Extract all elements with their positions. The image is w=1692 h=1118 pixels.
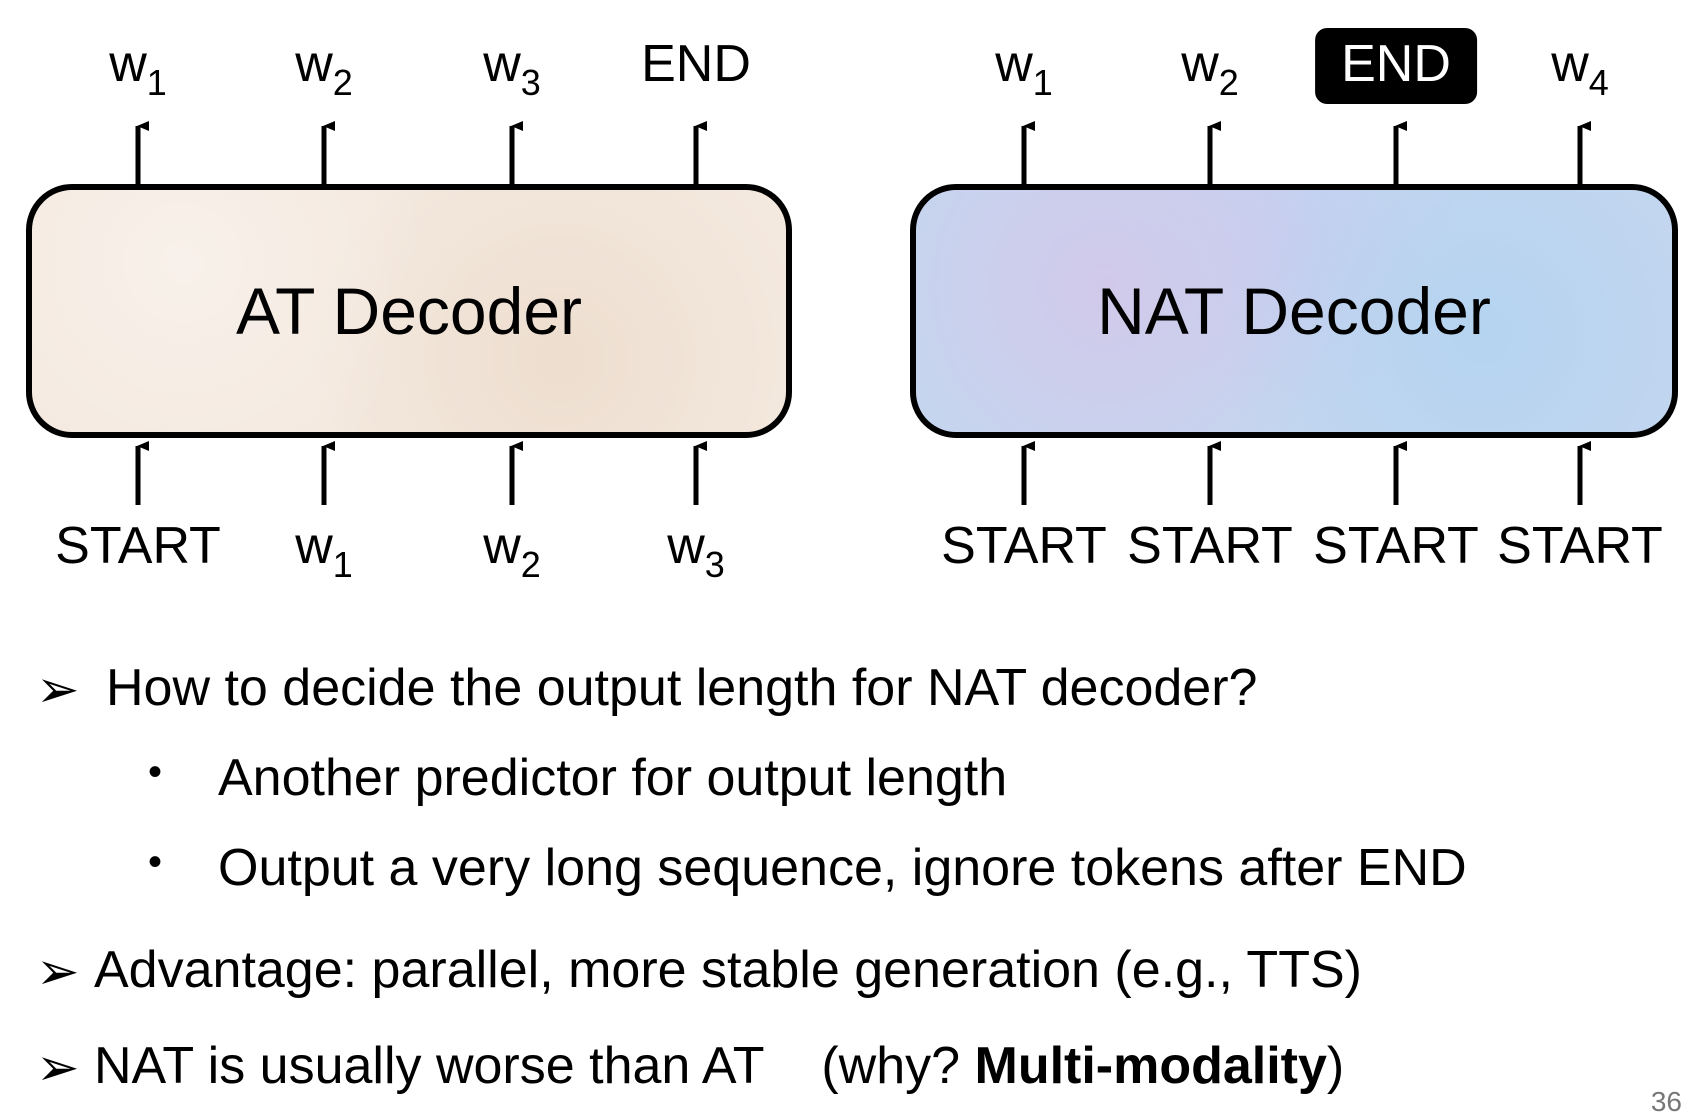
at-input-token-subscript: 2 xyxy=(520,544,541,585)
at-input-token-base: START xyxy=(55,517,221,575)
nat-input-token-base: START xyxy=(1497,517,1663,575)
nat-input-token: START xyxy=(1313,520,1479,572)
at-input-token-base: w xyxy=(667,517,705,575)
nat-output-token-base: w xyxy=(995,35,1033,93)
arrowhead-bullet-icon: ➢ xyxy=(36,943,80,1001)
at-input-token-base: w xyxy=(295,517,333,575)
nat-decoder-title: NAT Decoder xyxy=(1097,274,1491,348)
nat-output-token-base: w xyxy=(1181,35,1219,93)
at-input-token: w1 xyxy=(295,517,353,583)
at-input-token-subscript: 3 xyxy=(704,544,725,585)
nat-input-token-base: START xyxy=(1127,517,1293,575)
nat-decoder-box: NAT Decoder xyxy=(910,184,1678,438)
at-output-token-base: w xyxy=(295,35,333,93)
page-number: 36 xyxy=(1650,1086,1682,1117)
nat-worse-prefix: NAT is usually worse than AT (why? xyxy=(94,1037,975,1095)
arrowhead-bullet-icon: ➢ xyxy=(36,661,80,719)
at-input-token: w3 xyxy=(667,517,725,583)
at-input-token-base: w xyxy=(483,517,521,575)
nat-output-token-subscript: 2 xyxy=(1218,62,1239,103)
bullet-advantage: Advantage: parallel, more stable generat… xyxy=(94,941,1362,999)
at-input-token-subscript: 1 xyxy=(332,544,353,585)
at-output-token: END xyxy=(641,38,751,90)
at-output-token: w2 xyxy=(295,35,353,101)
nat-input-token: START xyxy=(1127,520,1293,572)
at-decoder-box: AT Decoder xyxy=(26,184,792,438)
at-input-token: w2 xyxy=(483,517,541,583)
at-output-token-subscript: 1 xyxy=(146,62,167,103)
dot-bullet-icon: • xyxy=(148,840,163,884)
at-output-token-subscript: 3 xyxy=(520,62,541,103)
nat-output-token: END xyxy=(1315,28,1477,104)
sub-bullet-predictor: Another predictor for output length xyxy=(218,749,1008,807)
nat-output-token-base: END xyxy=(1341,35,1451,93)
nat-output-token-base: w xyxy=(1551,35,1589,93)
bullet-output-length-question: How to decide the output length for NAT … xyxy=(106,659,1258,717)
nat-output-token-subscript: 4 xyxy=(1588,62,1609,103)
nat-input-token: START xyxy=(1497,520,1663,572)
at-output-token: w1 xyxy=(109,35,167,101)
nat-output-token-subscript: 1 xyxy=(1032,62,1053,103)
nat-output-token: w4 xyxy=(1551,35,1609,101)
nat-input-token: START xyxy=(941,520,1107,572)
at-output-token-base: END xyxy=(641,35,751,93)
at-output-token: w3 xyxy=(483,35,541,101)
nat-worse-suffix: ) xyxy=(1326,1037,1345,1095)
nat-output-token: w2 xyxy=(1181,35,1239,101)
multi-modality-term: Multi-modality xyxy=(974,1037,1327,1095)
bullet-nat-worse: NAT is usually worse than AT (why? Multi… xyxy=(94,1040,1344,1092)
at-output-token-base: w xyxy=(109,35,147,93)
at-output-token-subscript: 2 xyxy=(332,62,353,103)
at-decoder-title: AT Decoder xyxy=(235,274,583,348)
dot-bullet-icon: • xyxy=(148,750,163,794)
nat-input-token-base: START xyxy=(941,517,1107,575)
nat-output-token: w1 xyxy=(995,35,1053,101)
at-output-token-base: w xyxy=(483,35,521,93)
at-input-token: START xyxy=(55,520,221,572)
arrowhead-bullet-icon: ➢ xyxy=(36,1039,80,1097)
nat-input-token-base: START xyxy=(1313,517,1479,575)
sub-bullet-long-sequence: Output a very long sequence, ignore toke… xyxy=(218,839,1467,897)
